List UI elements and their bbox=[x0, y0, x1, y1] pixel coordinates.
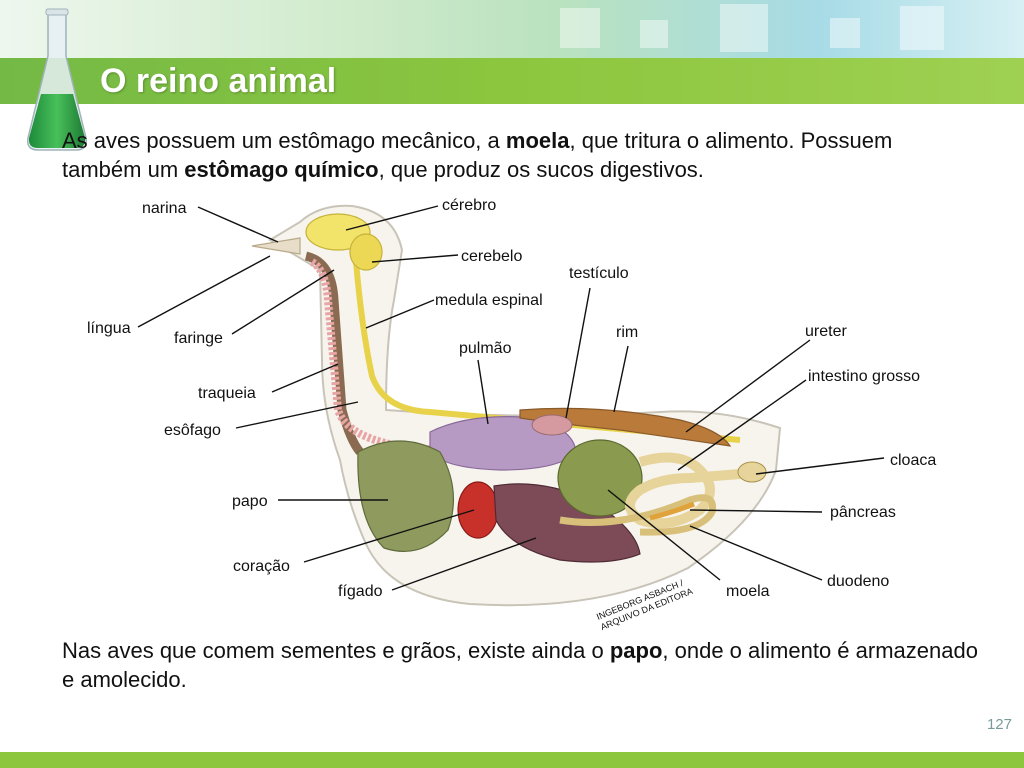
label-faringe: faringe bbox=[174, 330, 223, 347]
label-cerebelo: cerebelo bbox=[461, 248, 522, 265]
label-papo: papo bbox=[232, 493, 268, 510]
outro-paragraph: Nas aves que comem sementes e grãos, exi… bbox=[62, 636, 982, 694]
label-ureter: ureter bbox=[805, 323, 847, 340]
cloaca-shape bbox=[737, 461, 767, 483]
label-cloaca: cloaca bbox=[890, 452, 936, 469]
esophagus-shape bbox=[304, 251, 364, 455]
outro-text-2: , onde o alimento é armazenado e amoleci… bbox=[62, 638, 978, 692]
duodenum-shape bbox=[559, 494, 717, 536]
intro-paragraph: As aves possuem um estômago mecânico, a … bbox=[62, 126, 962, 184]
intro-bold-moela: moela bbox=[505, 128, 570, 153]
outro-text-1: Nas aves que comem sementes e grãos, exi… bbox=[62, 638, 610, 663]
heart-shape bbox=[457, 481, 499, 539]
beak-shape bbox=[251, 237, 301, 255]
label-coracao: coração bbox=[233, 558, 290, 575]
flask-icon bbox=[26, 8, 88, 151]
intro-text-3: , que produz os sucos digestivos. bbox=[378, 157, 704, 182]
label-esofago: esôfago bbox=[164, 422, 221, 439]
intestine-shape bbox=[625, 452, 741, 529]
slide-title: O reino animal bbox=[100, 62, 337, 100]
spinal-cord-shape bbox=[353, 261, 741, 443]
label-duodeno: duodeno bbox=[827, 573, 889, 590]
title-bar bbox=[0, 58, 1024, 104]
label-intestino: intestino grosso bbox=[808, 368, 920, 385]
label-rim: rim bbox=[616, 324, 638, 341]
outro-bold-papo: papo bbox=[609, 638, 663, 663]
page-number: 127 bbox=[986, 716, 1012, 733]
label-moela: moela bbox=[726, 583, 770, 600]
label-pulmao: pulmão bbox=[459, 340, 512, 357]
label-traqueia: traqueia bbox=[198, 385, 256, 402]
label-narina: narina bbox=[142, 200, 187, 217]
label-lingua: língua bbox=[87, 320, 131, 337]
label-figado: fígado bbox=[338, 583, 383, 600]
label-medula: medula espinal bbox=[435, 292, 543, 309]
intro-bold-estomago: estômago químico bbox=[184, 157, 379, 182]
cerebellum-shape bbox=[349, 233, 383, 271]
label-pancreas: pâncreas bbox=[830, 504, 896, 521]
label-testiculo: testículo bbox=[569, 265, 629, 282]
footer-bar bbox=[0, 752, 1024, 768]
leader-lines bbox=[137, 205, 885, 591]
intro-text-2: , que tritura o alimento. Possuem também… bbox=[62, 128, 893, 182]
pancreas-shape bbox=[649, 501, 695, 521]
testicle-shape bbox=[531, 414, 573, 436]
label-cerebro: cérebro bbox=[442, 197, 496, 214]
header-decoration bbox=[0, 0, 1024, 58]
intro-text-1: As aves possuem um estômago mecânico, a bbox=[62, 128, 506, 153]
gizzard-shape bbox=[557, 439, 643, 517]
